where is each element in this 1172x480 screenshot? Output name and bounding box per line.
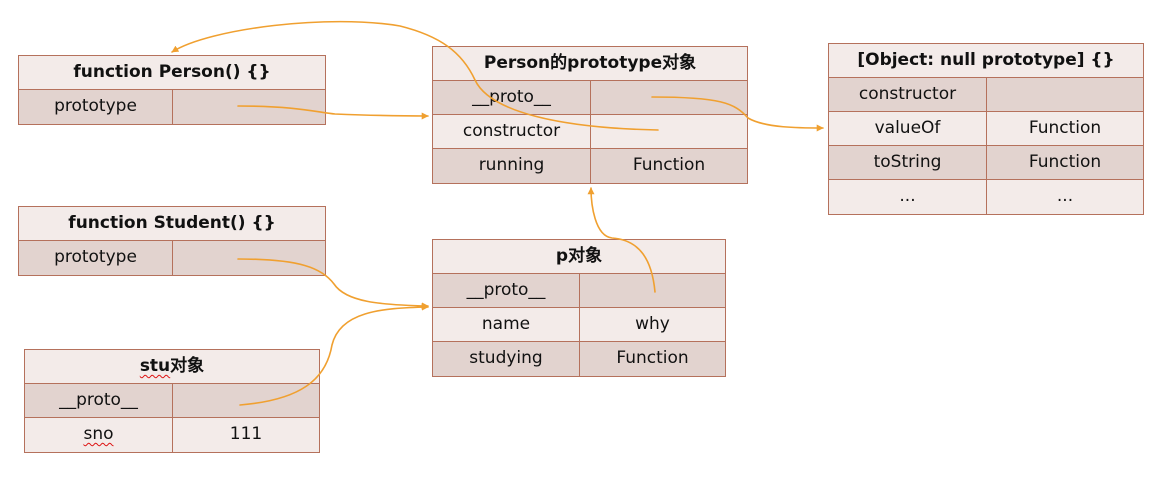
row-value: Function	[616, 348, 689, 368]
row-value: ...	[1056, 186, 1074, 206]
row-key: constructor	[829, 78, 987, 111]
row-value	[173, 384, 319, 417]
row-value	[591, 115, 747, 148]
table-row: ... ...	[829, 180, 1143, 214]
row-key: __proto__	[25, 384, 173, 417]
row-value: 111	[229, 424, 263, 444]
object-prototype-title: [Object: null prototype] {}	[829, 44, 1143, 78]
p-object-title: p对象	[433, 240, 725, 274]
row-key: sno	[25, 418, 173, 452]
row-key: __proto__	[433, 274, 580, 307]
row-value	[591, 81, 747, 114]
person-function-title: function Person() {}	[19, 56, 325, 90]
row-value	[173, 241, 325, 275]
row-key: constructor	[433, 115, 591, 148]
row-value	[173, 90, 325, 124]
row-key: name	[433, 308, 580, 341]
row-value	[580, 274, 725, 307]
table-row: valueOf Function	[829, 112, 1143, 146]
table-row: __proto__	[433, 81, 747, 115]
object-prototype-table: [Object: null prototype] {} constructor …	[828, 43, 1144, 215]
student-function-title: function Student() {}	[19, 207, 325, 241]
table-row: toString Function	[829, 146, 1143, 180]
row-key-text: sno	[83, 424, 114, 444]
table-row: prototype	[19, 90, 325, 124]
row-value: Function	[1028, 118, 1102, 138]
row-key: prototype	[19, 90, 173, 124]
stu-title-prefix: stu	[139, 356, 171, 376]
row-key: prototype	[19, 241, 173, 275]
student-function-table: function Student() {} prototype	[18, 206, 326, 276]
table-row: name why	[433, 308, 725, 342]
table-row: prototype	[19, 241, 325, 275]
row-key: ...	[829, 180, 987, 214]
table-row: sno 111	[25, 418, 319, 452]
stu-object-table: stu对象 __proto__ sno 111	[24, 349, 320, 453]
row-value: why	[635, 314, 670, 334]
table-row: running Function	[433, 149, 747, 183]
table-row: constructor	[433, 115, 747, 149]
row-value: Function	[632, 155, 706, 175]
row-key: __proto__	[433, 81, 591, 114]
person-prototype-title: Person的prototype对象	[433, 47, 747, 81]
person-function-table: function Person() {} prototype	[18, 55, 326, 125]
row-key: toString	[829, 146, 987, 179]
row-value	[987, 78, 1143, 111]
row-key: studying	[433, 342, 580, 376]
stu-object-title: stu对象	[25, 350, 319, 384]
stu-title-suffix: 对象	[170, 356, 205, 376]
table-row: studying Function	[433, 342, 725, 376]
table-row: constructor	[829, 78, 1143, 112]
person-prototype-table: Person的prototype对象 __proto__ constructor…	[432, 46, 748, 184]
row-value: Function	[1028, 152, 1102, 172]
row-key: running	[433, 149, 591, 183]
table-row: __proto__	[433, 274, 725, 308]
row-key: valueOf	[829, 112, 987, 145]
p-object-table: p对象 __proto__ name why studying Function	[432, 239, 726, 377]
table-row: __proto__	[25, 384, 319, 418]
